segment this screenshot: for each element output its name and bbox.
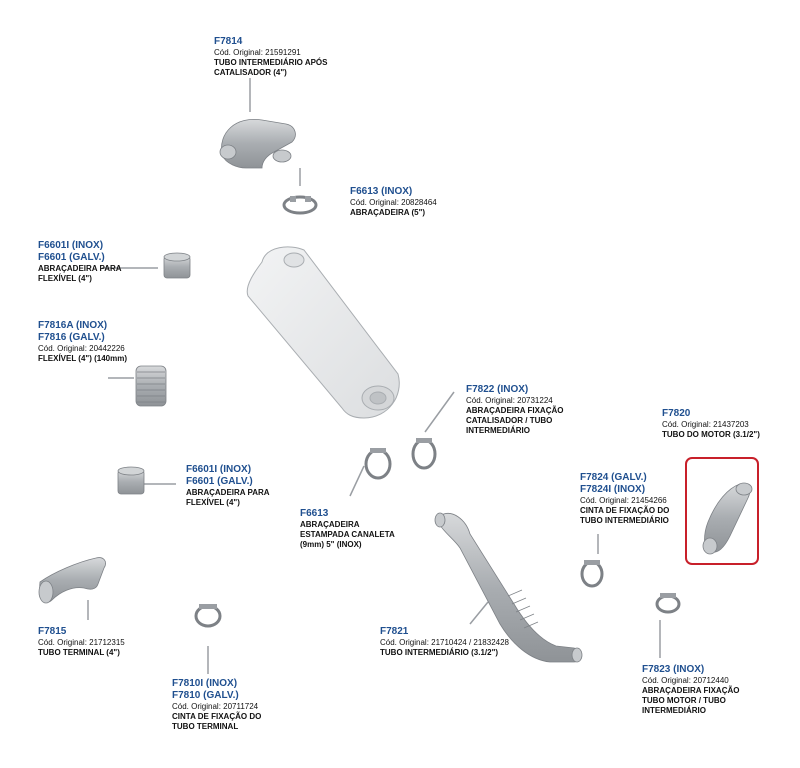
part-description: ESTAMPADA CANALETA (300, 530, 395, 539)
label-f7823: F7823 (INOX) Cód. Original: 20712440 ABR… (642, 664, 739, 716)
pipe-f7815 (38, 557, 106, 604)
original-code: Cód. Original: 21712315 (38, 638, 125, 647)
part-description: ABRAÇADEIRA FIXAÇÃO (466, 406, 564, 415)
part-code: F7815 (38, 626, 67, 637)
label-f7822: F7822 (INOX) Cód. Original: 20731224 ABR… (466, 384, 563, 436)
clamp-f6613-top (282, 195, 318, 215)
part-description: (9mm) 5" (INOX) (300, 540, 362, 549)
part-code: F7810 (GALV.) (172, 690, 239, 701)
part-description: FLEXÍVEL (4") (186, 498, 240, 507)
original-code: Cód. Original: 20731224 (466, 396, 553, 405)
part-description: ABRAÇADEIRA (5") (350, 208, 426, 217)
part-description: ABRAÇADEIRA FIXAÇÃO (642, 686, 740, 695)
part-code: F7820 (662, 408, 691, 419)
part-description: FLEXÍVEL (4") (38, 274, 92, 283)
part-description: FLEXÍVEL (4") (140mm) (38, 354, 127, 363)
part-description: TUBO TERMINAL (172, 722, 239, 731)
original-code: Cód. Original: 20442226 (38, 344, 125, 353)
part-description: INTERMEDIÁRIO (466, 426, 530, 435)
pipe-f7821 (434, 512, 583, 663)
part-description: ABRAÇADEIRA (300, 520, 360, 529)
label-f7821: F7821 Cód. Original: 21710424 / 21832428… (380, 626, 509, 658)
part-description: TUBO INTERMEDIÁRIO (580, 516, 669, 525)
clamp-f7810 (194, 604, 222, 628)
part-code: F6601I (INOX) (38, 240, 104, 251)
part-description: TUBO TERMINAL (4") (38, 648, 120, 657)
leader-lines (87, 78, 661, 674)
clamp-f7823 (655, 593, 681, 614)
original-code: Cód. Original: 20828464 (350, 198, 437, 207)
clamp-f6613-mid (364, 448, 392, 480)
label-f6613-mid: F6613 ABRAÇADEIRA ESTAMPADA CANALETA (9m… (300, 508, 395, 550)
highlight-frame (685, 457, 759, 565)
part-code: F7810I (INOX) (172, 678, 238, 689)
part-description: INTERMEDIÁRIO (642, 706, 706, 715)
label-f6601-top: F6601I (INOX) F6601 (GALV.) ABRAÇADEIRA … (38, 240, 122, 284)
part-code: F6601I (INOX) (186, 464, 252, 475)
clamp-f6601-mid (117, 466, 145, 495)
part-code: F7816 (GALV.) (38, 332, 105, 343)
label-f6613-top: F6613 (INOX) Cód. Original: 20828464 ABR… (350, 186, 437, 218)
part-description: CINTA DE FIXAÇÃO DO (172, 712, 262, 721)
label-f7814: F7814 Cód. Original: 21591291 TUBO INTER… (214, 36, 327, 78)
part-description: TUBO MOTOR / TUBO (642, 696, 726, 705)
part-code: F7824 (GALV.) (580, 472, 647, 483)
clamp-f7822 (411, 438, 437, 470)
label-f7824: F7824 (GALV.) F7824I (INOX) Cód. Origina… (580, 472, 669, 526)
part-code: F6613 (300, 508, 329, 519)
original-code: Cód. Original: 20711724 (172, 702, 259, 711)
label-f7816: F7816A (INOX) F7816 (GALV.) Cód. Origina… (38, 320, 127, 364)
part-description: CINTA DE FIXAÇÃO DO (580, 506, 670, 515)
part-description: ABRAÇADEIRA PARA (186, 488, 270, 497)
clamp-f6601-top (163, 252, 191, 279)
muffler (246, 246, 400, 419)
original-code: Cód. Original: 21454266 (580, 496, 667, 505)
part-code: F7824I (INOX) (580, 484, 646, 495)
strap-f7824 (580, 560, 604, 588)
part-description: TUBO INTERMEDIÁRIO APÓS (214, 58, 328, 67)
part-code: F7822 (INOX) (466, 384, 529, 395)
flexible-f7816 (135, 365, 167, 407)
part-code: F7816A (INOX) (38, 320, 108, 331)
label-f7810: F7810I (INOX) F7810 (GALV.) Cód. Origina… (172, 678, 261, 732)
part-code: F6601 (GALV.) (186, 476, 253, 487)
label-f7820: F7820 Cód. Original: 21437203 TUBO DO MO… (662, 408, 760, 440)
original-code: Cód. Original: 21710424 / 21832428 (380, 638, 509, 647)
original-code: Cód. Original: 21437203 (662, 420, 749, 429)
pipe-f7814 (219, 118, 296, 169)
part-description: TUBO INTERMEDIÁRIO (3.1/2") (380, 648, 499, 657)
pipe-f7820 (702, 482, 753, 555)
part-description: CATALISADOR / TUBO (466, 416, 553, 425)
original-code: Cód. Original: 20712440 (642, 676, 729, 685)
part-code: F6613 (INOX) (350, 186, 413, 197)
label-f6601-mid: F6601I (INOX) F6601 (GALV.) ABRAÇADEIRA … (186, 464, 270, 508)
part-code: F6601 (GALV.) (38, 252, 105, 263)
part-code: F7821 (380, 626, 409, 637)
part-code: F7823 (INOX) (642, 664, 705, 675)
original-code: Cód. Original: 21591291 (214, 48, 301, 57)
part-description: TUBO DO MOTOR (3.1/2") (662, 430, 760, 439)
label-f7815: F7815 Cód. Original: 21712315 TUBO TERMI… (38, 626, 125, 658)
part-code: F7814 (214, 36, 243, 47)
part-description: CATALISADOR (4") (214, 68, 287, 77)
part-description: ABRAÇADEIRA PARA (38, 264, 122, 273)
